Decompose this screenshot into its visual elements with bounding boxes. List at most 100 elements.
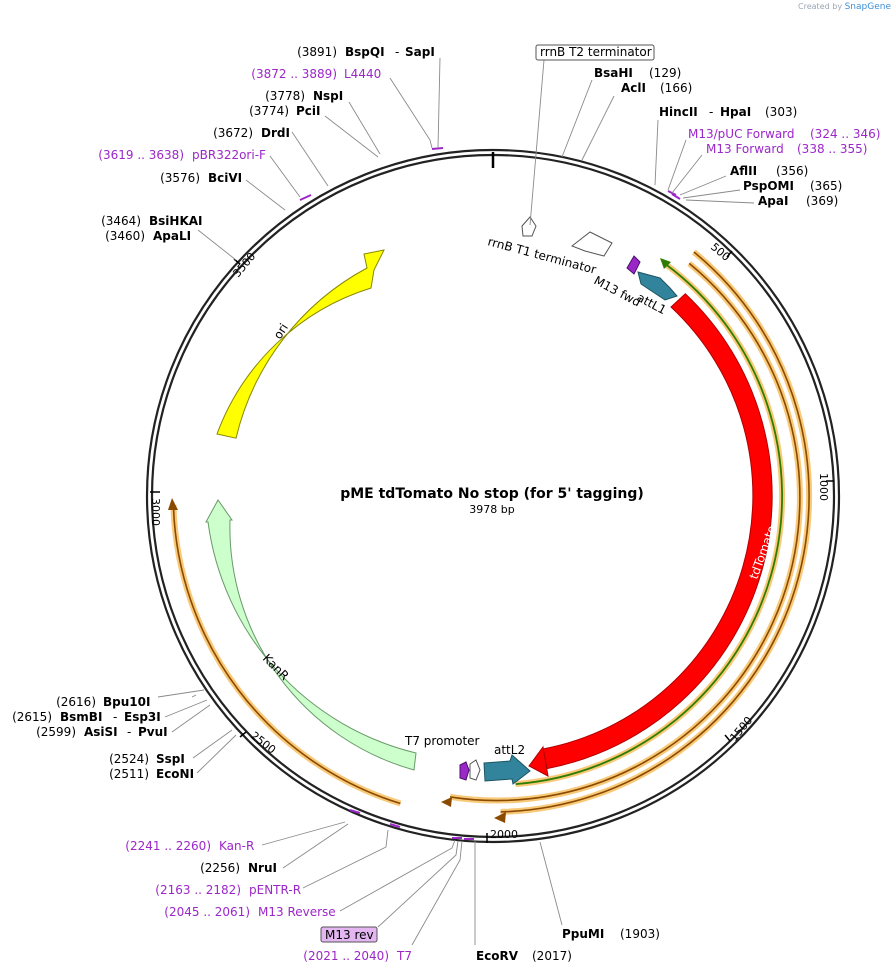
svg-text:(2524): (2524)	[109, 752, 149, 766]
primer-pentr-r[interactable]: pENTR-R	[249, 883, 301, 897]
t7-promoter-label: T7 promoter	[404, 734, 480, 748]
site-apali[interactable]: ApaLI	[153, 229, 191, 243]
primer-m13-forward[interactable]: M13 Forward	[706, 142, 784, 156]
site-drdi[interactable]: DrdI	[261, 126, 290, 140]
attl1-feature[interactable]	[637, 271, 678, 301]
primer-marks	[299, 147, 681, 840]
m13-rev-label: M13 rev	[325, 928, 374, 942]
snapgene-logo: SnapGene	[844, 2, 891, 12]
right-site-labels: rrnB T2 terminator BsaHI (129) AclI (166…	[476, 44, 880, 963]
primer-kan-r[interactable]: Kan-R	[219, 839, 254, 853]
rrnb-t1-terminator-feature[interactable]	[570, 231, 613, 257]
primer-l4440[interactable]: L4440	[344, 67, 381, 81]
m13-rev-box[interactable]	[320, 926, 378, 943]
t7-promoter-feature[interactable]	[469, 759, 481, 781]
plasmid-name: pME tdTomato No stop (for 5' tagging)	[340, 486, 644, 502]
svg-text:(3872 .. 3889): (3872 .. 3889)	[251, 67, 337, 81]
attl2-feature[interactable]	[483, 754, 531, 785]
svg-text:-: -	[127, 725, 131, 739]
plasmid-length: 3978 bp	[469, 503, 514, 516]
site-esp3i[interactable]: Esp3I	[124, 710, 161, 724]
svg-text:(3460): (3460)	[105, 229, 145, 243]
orf-outer-arrow	[494, 812, 506, 823]
site-bpu10i[interactable]: Bpu10I	[103, 695, 150, 709]
site-bsahi[interactable]: BsaHI	[594, 66, 633, 80]
ori-label: ori	[271, 321, 291, 342]
site-pspomi[interactable]: PspOMI	[743, 179, 794, 193]
tick-2000: 2000	[490, 828, 518, 841]
orf-left	[172, 504, 401, 805]
tick-1000: 1000	[817, 473, 830, 501]
svg-text:(3774): (3774)	[249, 104, 289, 118]
svg-text:(2017): (2017)	[532, 949, 572, 963]
svg-text:(3464): (3464)	[101, 214, 141, 228]
primer-t7[interactable]: T7	[396, 949, 412, 963]
primer-m13-reverse[interactable]: M13 Reverse	[258, 905, 336, 919]
brand-created-by: Created by	[798, 2, 843, 11]
site-sapi[interactable]: SapI	[405, 45, 435, 59]
orf-second	[449, 262, 801, 802]
tdtomato-arrowhead	[528, 745, 549, 777]
svg-text:(3576): (3576)	[160, 171, 200, 185]
svg-text:(3672): (3672)	[213, 126, 253, 140]
svg-text:(2511): (2511)	[109, 767, 149, 781]
primer-pbr322ori-f[interactable]: pBR322ori-F	[192, 148, 266, 162]
site-pcii[interactable]: PciI	[296, 104, 321, 118]
svg-text:(3778): (3778)	[265, 89, 305, 103]
tick-3000: 3000	[149, 498, 162, 526]
site-pvui[interactable]: PvuI	[138, 725, 168, 739]
site-bspqi[interactable]: BspQI	[345, 45, 385, 59]
svg-text:(1903): (1903)	[620, 927, 660, 941]
site-bcivi[interactable]: BciVI	[208, 171, 242, 185]
site-nspi[interactable]: NspI	[313, 89, 343, 103]
svg-text:(3891): (3891)	[297, 45, 337, 59]
site-ecorv[interactable]: EcoRV	[476, 949, 519, 963]
kanr-feature[interactable]	[205, 499, 417, 771]
svg-text:(324 .. 346): (324 .. 346)	[810, 127, 880, 141]
site-apai[interactable]: ApaI	[758, 194, 788, 208]
orf-left-glow	[170, 504, 402, 807]
svg-text:(303): (303)	[765, 105, 797, 119]
site-nrui[interactable]: NruI	[248, 861, 277, 875]
leader-lines	[157, 57, 755, 946]
orf-outer	[500, 251, 810, 813]
svg-text:(365): (365)	[810, 179, 842, 193]
orf-green-arrow	[660, 258, 671, 269]
svg-text:(2045 .. 2061): (2045 .. 2061)	[164, 905, 250, 919]
svg-text:(2599): (2599)	[36, 725, 76, 739]
backbone-outer	[145, 148, 841, 844]
site-bsihkai[interactable]: BsiHKAI	[149, 214, 203, 228]
rrnb-t2-box[interactable]	[535, 44, 655, 61]
svg-text:(3619 .. 3638): (3619 .. 3638)	[98, 148, 184, 162]
orf-left-arrow	[168, 498, 178, 510]
site-ppumi[interactable]: PpuMI	[562, 927, 604, 941]
svg-text:(2241 .. 2260): (2241 .. 2260)	[125, 839, 211, 853]
site-hpai[interactable]: HpaI	[720, 105, 751, 119]
rrnb-t2-terminator-feature[interactable]	[521, 216, 537, 237]
attl2-label: attL2	[494, 743, 525, 757]
svg-text:(2616): (2616)	[56, 695, 96, 709]
svg-text:(2021 .. 2040): (2021 .. 2040)	[303, 949, 389, 963]
t7-feature[interactable]	[459, 761, 470, 781]
snapgene-brand: Created by SnapGene	[798, 2, 891, 12]
svg-text:(369): (369)	[806, 194, 838, 208]
svg-text:(166): (166)	[660, 81, 692, 95]
site-aflii[interactable]: AflII	[730, 164, 757, 178]
svg-text:(2163 .. 2182): (2163 .. 2182)	[155, 883, 241, 897]
site-econi[interactable]: EcoNI	[156, 767, 194, 781]
svg-text:(2615): (2615)	[12, 710, 52, 724]
svg-text:-: -	[395, 45, 399, 59]
ori-feature[interactable]	[216, 249, 385, 439]
site-asisi[interactable]: AsiSI	[84, 725, 118, 739]
site-bsmbi[interactable]: BsmBI	[60, 710, 102, 724]
svg-text:(129): (129)	[649, 66, 681, 80]
site-hincii[interactable]: HincII	[659, 105, 698, 119]
orf-green	[515, 262, 783, 785]
svg-text:-: -	[709, 105, 713, 119]
m13-fwd-feature[interactable]	[626, 255, 641, 275]
rrnb-t2-label: rrnB T2 terminator	[540, 45, 652, 59]
primer-m13-puc-forward[interactable]: M13/pUC Forward	[688, 127, 795, 141]
svg-text:(338 .. 355): (338 .. 355)	[797, 142, 867, 156]
site-sspi[interactable]: SspI	[156, 752, 185, 766]
site-acli[interactable]: AclI	[621, 81, 646, 95]
